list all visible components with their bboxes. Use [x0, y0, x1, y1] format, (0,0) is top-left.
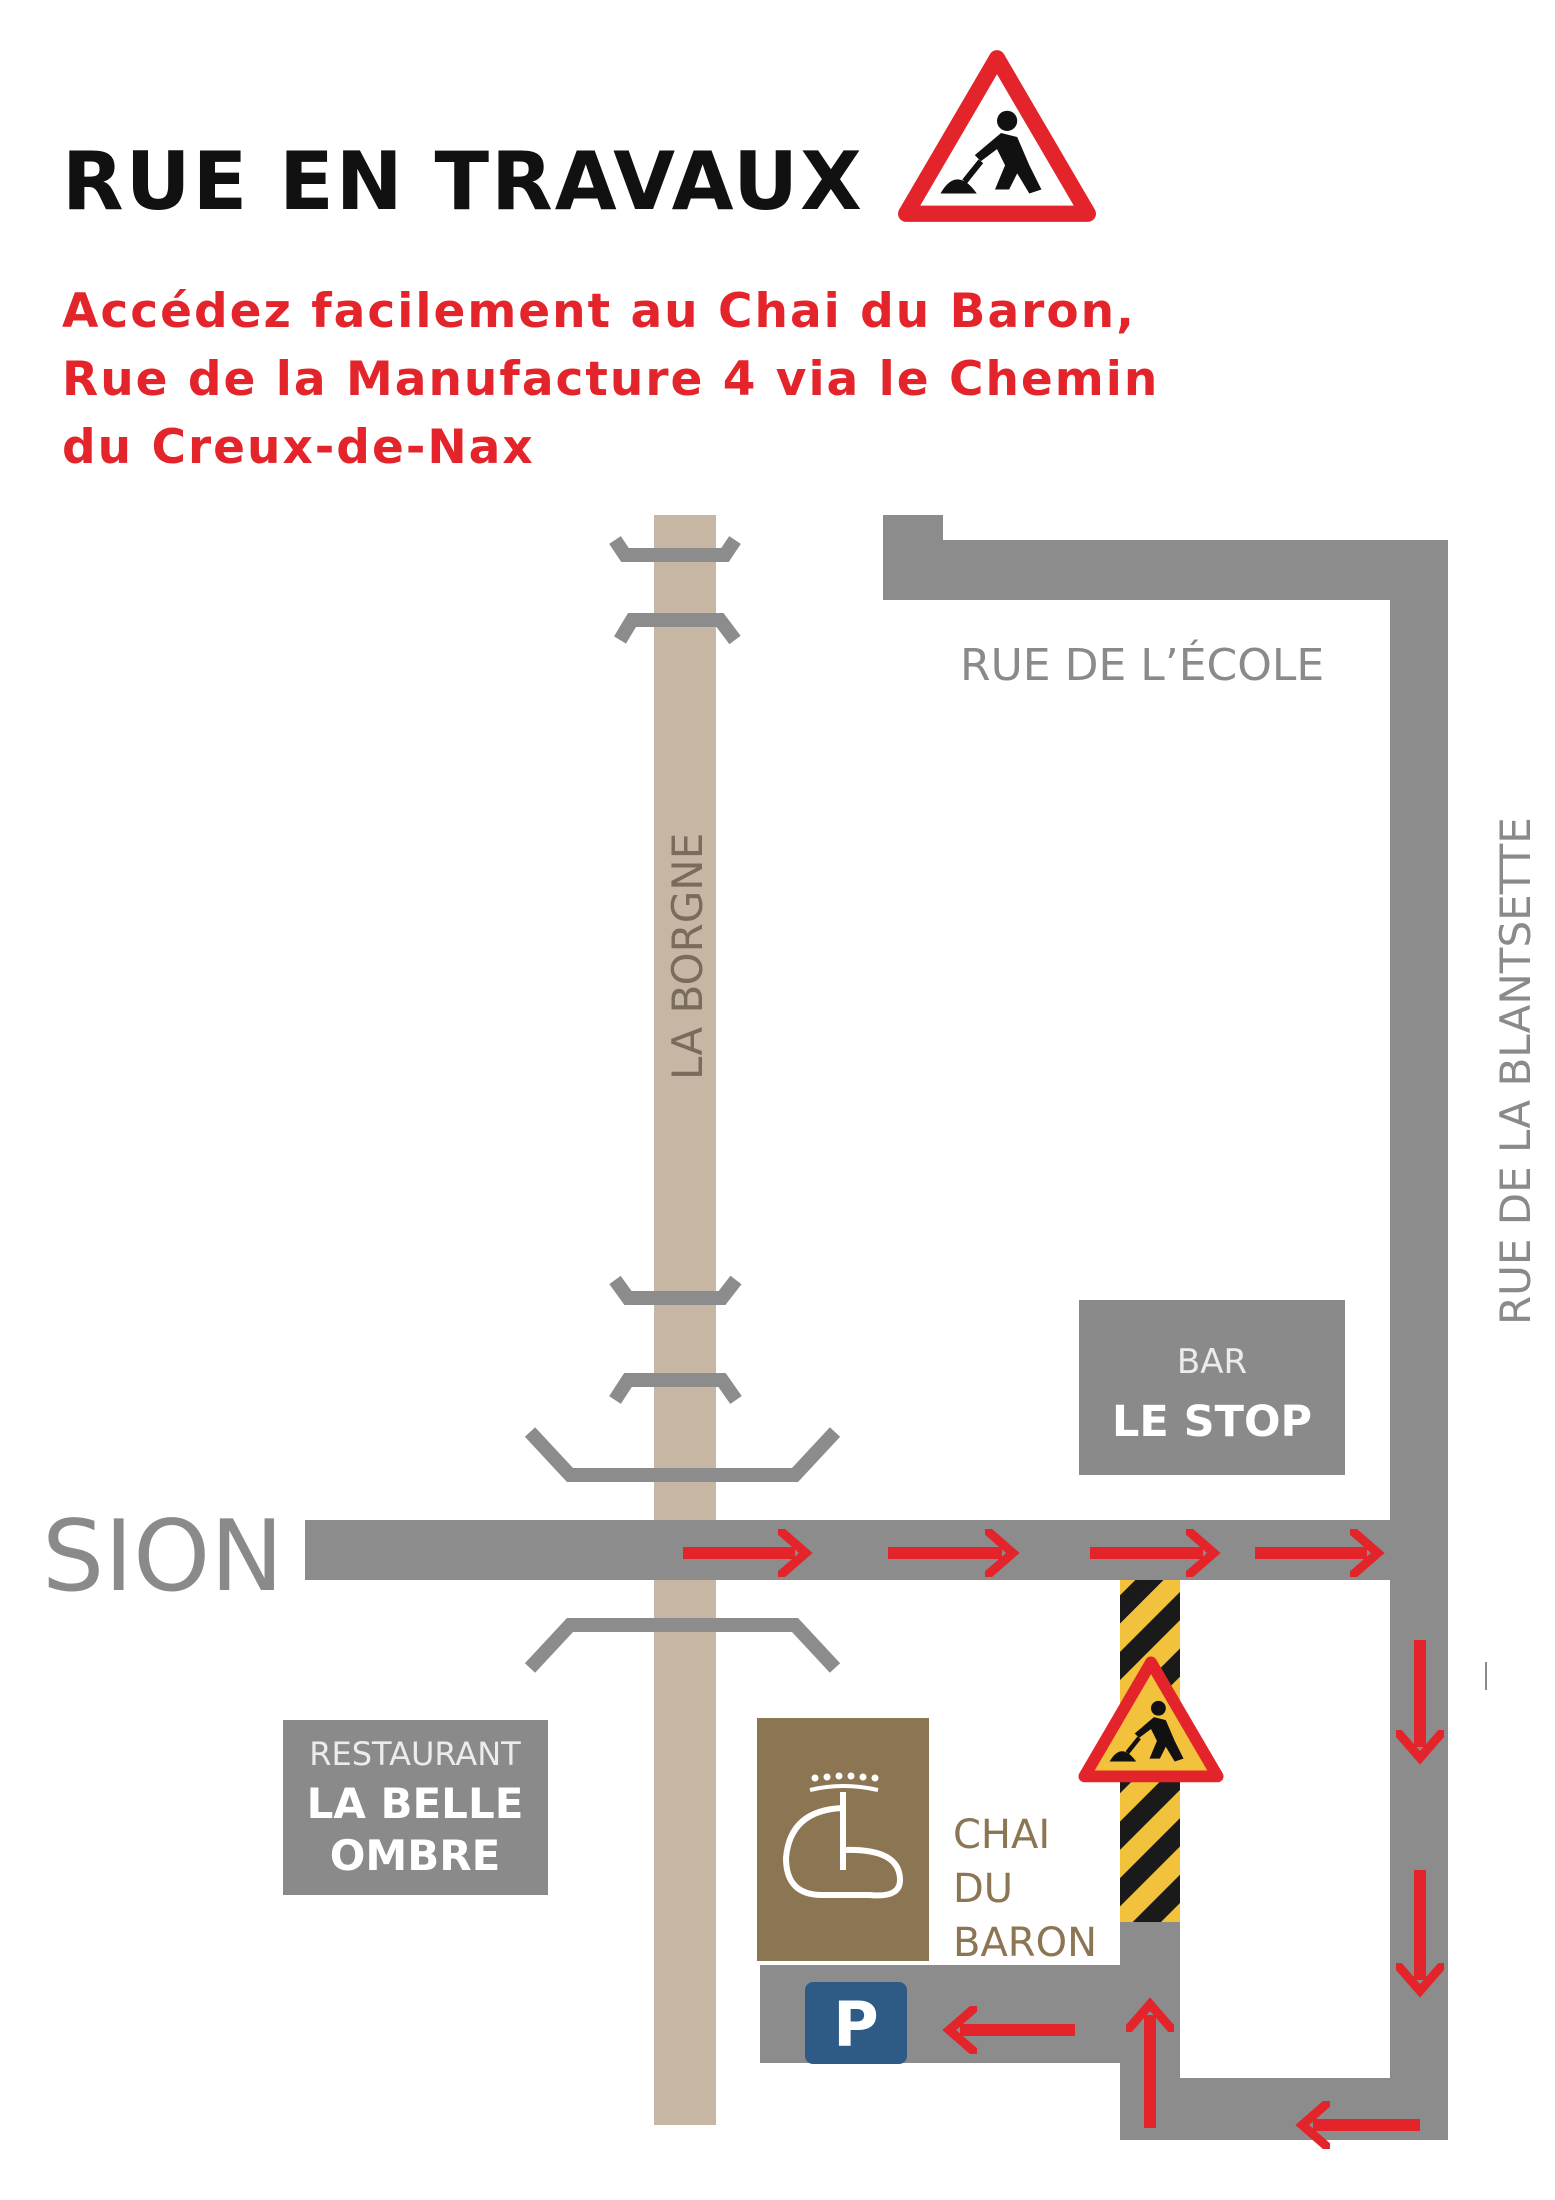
subtitle-line: du Creux-de-Nax [62, 420, 535, 475]
chai-label-line1: CHAI [953, 1812, 1050, 1858]
street-label-ecole: RUE DE L’ÉCOLE [960, 638, 1324, 691]
subtitle-line: Rue de la Manufacture 4 via le Chemin [62, 352, 1160, 407]
roadwork-warning-icon [898, 50, 1096, 222]
restaurant-la-belle-ombre [283, 1720, 548, 1895]
chai-label-line2: DU [953, 1866, 1013, 1912]
roadwork-warning-icon [1078, 1656, 1224, 1783]
restaurant-label: RESTAURANT [309, 1735, 521, 1773]
city-label-sion: SION [42, 1500, 284, 1614]
route-arrows [683, 1553, 1420, 2128]
street-label-blantsette: RUE DE LA BLANTSETTE [1491, 817, 1540, 1325]
bar-le-stop [1079, 1300, 1345, 1475]
restaurant-name-line1: LA BELLE [307, 1779, 524, 1828]
bar-name: LE STOP [1112, 1397, 1312, 1447]
river-la-borgne [654, 515, 716, 2125]
page-title: RUE EN TRAVAUX [62, 135, 864, 228]
bar-label: BAR [1177, 1342, 1247, 1382]
bridge-markers [524, 536, 841, 1673]
restaurant-name-line2: OMBRE [330, 1831, 501, 1880]
chai-label-line3: BARON [953, 1920, 1097, 1966]
street-label-borgne: LA BORGNE [663, 833, 712, 1080]
parking-icon: P [805, 1982, 907, 2064]
chai-du-baron-logo [757, 1718, 929, 1961]
subtitle-line: Accédez facilement au Chai du Baron, [62, 284, 1136, 339]
parking-label: P [833, 1988, 878, 2061]
subtitle: Accédez facilement au Chai du Baron, Rue… [62, 278, 1362, 482]
